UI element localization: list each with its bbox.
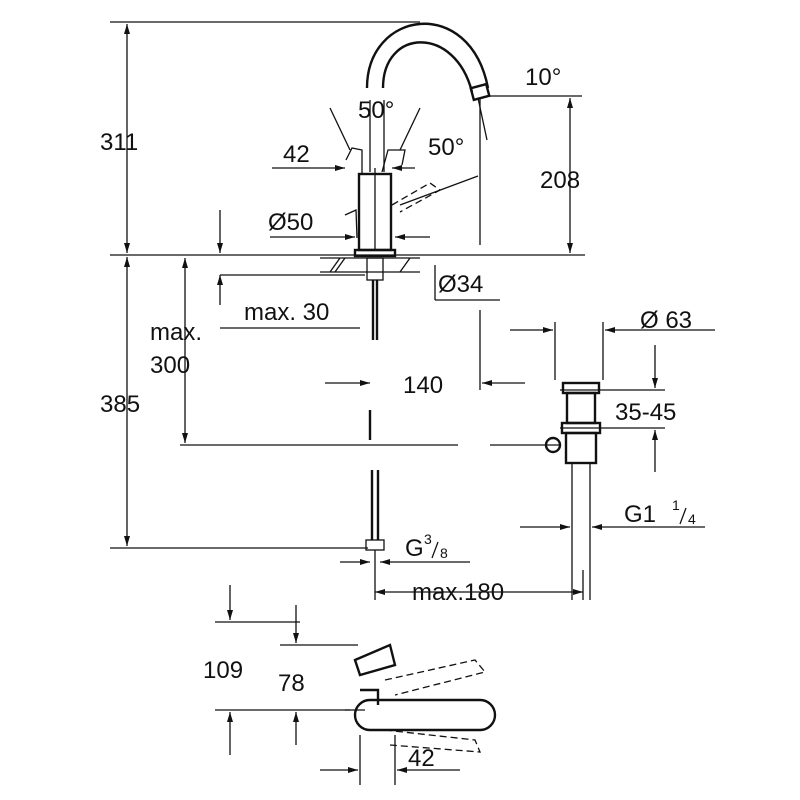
dim-max-30: max. 30 xyxy=(244,299,329,326)
dim-140: 140 xyxy=(403,372,443,399)
svg-text:G1: G1 xyxy=(624,501,656,528)
dim-42-front: 42 xyxy=(283,141,310,168)
svg-text:3: 3 xyxy=(424,531,432,547)
dim-g-3-8: G 3 8 xyxy=(405,531,448,562)
svg-text:1: 1 xyxy=(672,497,680,513)
dim-50-deg-left: 50° xyxy=(358,97,394,124)
svg-text:8: 8 xyxy=(440,545,448,561)
dimension-lines xyxy=(124,24,715,600)
faucet-top-view xyxy=(215,585,497,785)
dim-385: 385 xyxy=(100,391,140,418)
dim-diameter-50: Ø50 xyxy=(268,209,313,236)
dim-35-45: 35-45 xyxy=(615,399,676,426)
dim-g1-1-4: G1 1 4 xyxy=(624,497,696,528)
dim-208: 208 xyxy=(540,167,580,194)
reference-lines xyxy=(110,21,585,549)
svg-text:4: 4 xyxy=(688,511,696,527)
dim-300: 300 xyxy=(150,352,190,379)
dim-50-deg-right: 50° xyxy=(428,134,464,161)
dim-311: 311 xyxy=(100,129,138,156)
svg-text:G: G xyxy=(405,535,424,562)
dim-42-top: 42 xyxy=(408,745,435,772)
dim-diameter-63: Ø 63 xyxy=(640,307,692,334)
waste-valve xyxy=(544,322,665,600)
dim-78: 78 xyxy=(278,670,305,697)
dimension-labels: 311 385 max. 300 208 10° 50° 50° 42 Ø50 … xyxy=(100,64,696,772)
dim-max-180: max.180 xyxy=(412,579,504,606)
dim-diameter-34: Ø34 xyxy=(438,271,483,298)
dim-max-label: max. xyxy=(150,319,202,346)
dim-109: 109 xyxy=(203,657,243,684)
faucet-front-view xyxy=(320,22,491,600)
dim-10-deg: 10° xyxy=(525,64,561,91)
